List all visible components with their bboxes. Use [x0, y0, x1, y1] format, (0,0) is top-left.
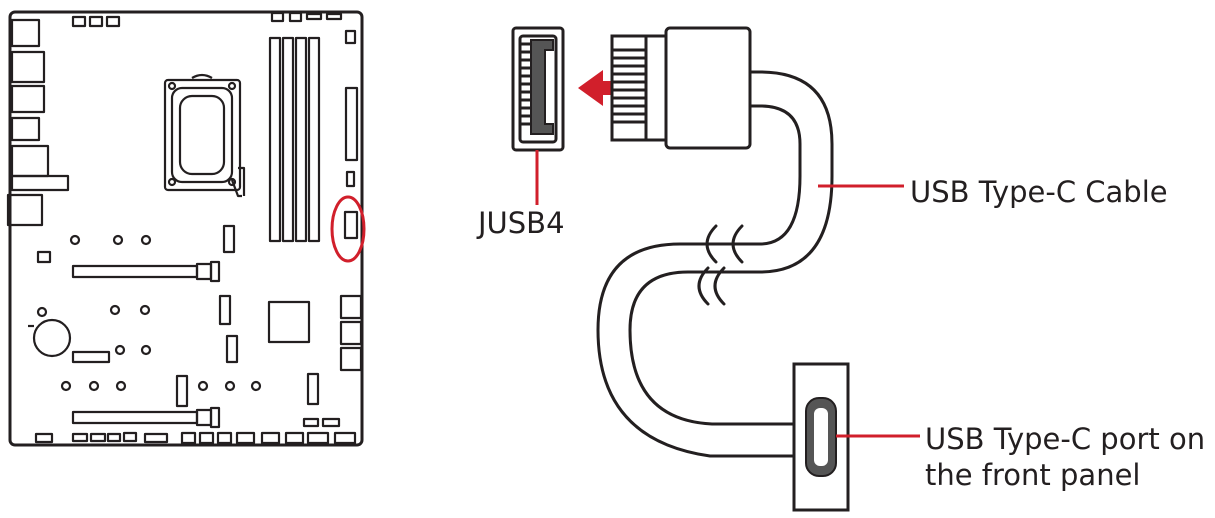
dimm-slot [294, 36, 308, 243]
jusb4-header [511, 26, 565, 152]
front-panel-usb-c-port [792, 362, 850, 512]
motherboard-illustration [6, 10, 364, 447]
dimm-slot [307, 36, 321, 243]
pcie-slot [71, 264, 199, 279]
jusb4-location-highlight [330, 195, 366, 263]
usb-type-c-cable [596, 70, 834, 458]
dimm-slot [281, 36, 295, 243]
front-panel-port-label-line1: USB Type-C port on [925, 422, 1206, 456]
usb-type-c-cable-plug [610, 26, 752, 150]
jusb4-label: JUSB4 [478, 206, 565, 240]
front-panel-port-label: USB Type-C port on the front panel [925, 421, 1205, 493]
dimm-slot [268, 36, 282, 243]
cpu-socket [163, 78, 242, 192]
front-panel-port-label-line2: the front panel [925, 458, 1141, 492]
pcie-slot [71, 410, 199, 425]
usb-type-c-cable-label: USB Type-C Cable [910, 175, 1168, 209]
arrow-left-icon [578, 70, 632, 106]
motherboard-outline [8, 10, 364, 447]
cmos-battery [32, 318, 72, 358]
